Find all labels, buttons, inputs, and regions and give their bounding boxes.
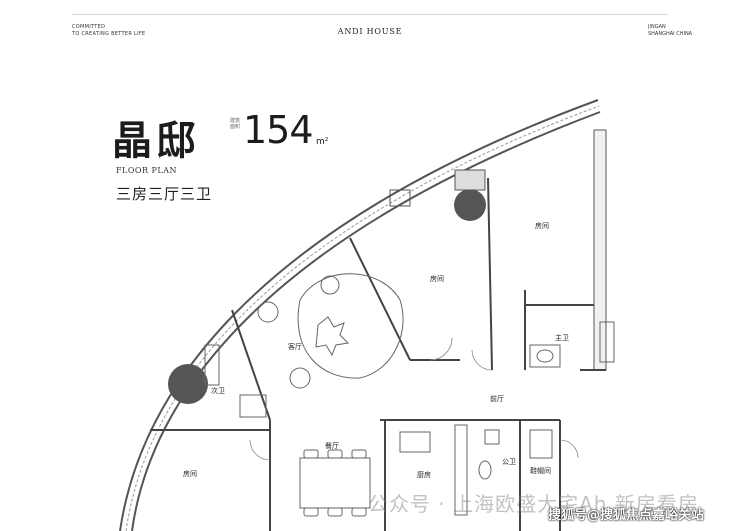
brand-name: ANDI HOUSE <box>337 27 403 36</box>
room-label-second-bath: 次卫 <box>211 387 225 395</box>
area-unit: m² <box>316 137 329 147</box>
header-location: JINGAN SHANGHAI CHINA <box>648 24 692 38</box>
room-label-foyer: 前厅 <box>490 395 504 403</box>
column-left <box>168 364 208 404</box>
room-label-public-bath: 公卫 <box>502 458 516 466</box>
header-tagline: COMMITTED TO CREATING BETTER LIFE <box>72 24 146 38</box>
living-furniture <box>257 273 404 389</box>
area-value: 154 <box>243 108 314 152</box>
window-notch-2 <box>454 169 486 191</box>
interior-walls <box>150 177 606 531</box>
bath-fixtures <box>204 321 615 480</box>
room-label-kitchen: 厨房 <box>417 471 431 479</box>
sohu-watermark: 搜狐号@搜狐焦点嘉峪关站 <box>548 508 705 523</box>
area-tag: 建筑面积 <box>230 118 241 130</box>
room-label-shoe-room: 鞋帽间 <box>530 467 551 475</box>
unit-name: 晶邸 <box>112 117 200 164</box>
kitchen-counters <box>399 424 500 516</box>
location-line-1: JINGAN <box>648 24 666 30</box>
room-label-living: 客厅 <box>288 343 302 351</box>
window-notch-1 <box>389 189 411 207</box>
outer-wall-outer <box>119 99 599 531</box>
room-label-bedroom-left: 房间 <box>183 470 197 478</box>
tagline-line-2: TO CREATING BETTER LIFE <box>72 31 146 37</box>
room-label-bedroom-top-right: 房间 <box>535 222 549 230</box>
header-rule <box>72 14 668 15</box>
dining-set <box>299 449 371 517</box>
location-line-2: SHANGHAI CHINA <box>648 31 693 37</box>
room-label-master-bath: 主卫 <box>555 334 569 342</box>
room-label-dining: 餐厅 <box>325 442 339 450</box>
tagline-line-1: COMMITTED <box>72 24 106 30</box>
layout-type: 三房三厅三卫 <box>116 185 213 203</box>
column-top <box>454 189 486 221</box>
floor-plan-label: FLOOR PLAN <box>116 166 178 175</box>
wechat-watermark: 公众号 · 上海欧盛大宅Ah 新房看房 <box>368 492 699 516</box>
door-swings <box>249 337 579 461</box>
curtain-wall <box>125 105 600 531</box>
outer-wall-inner <box>131 111 601 531</box>
room-label-bedroom-mid: 房间 <box>430 275 444 283</box>
